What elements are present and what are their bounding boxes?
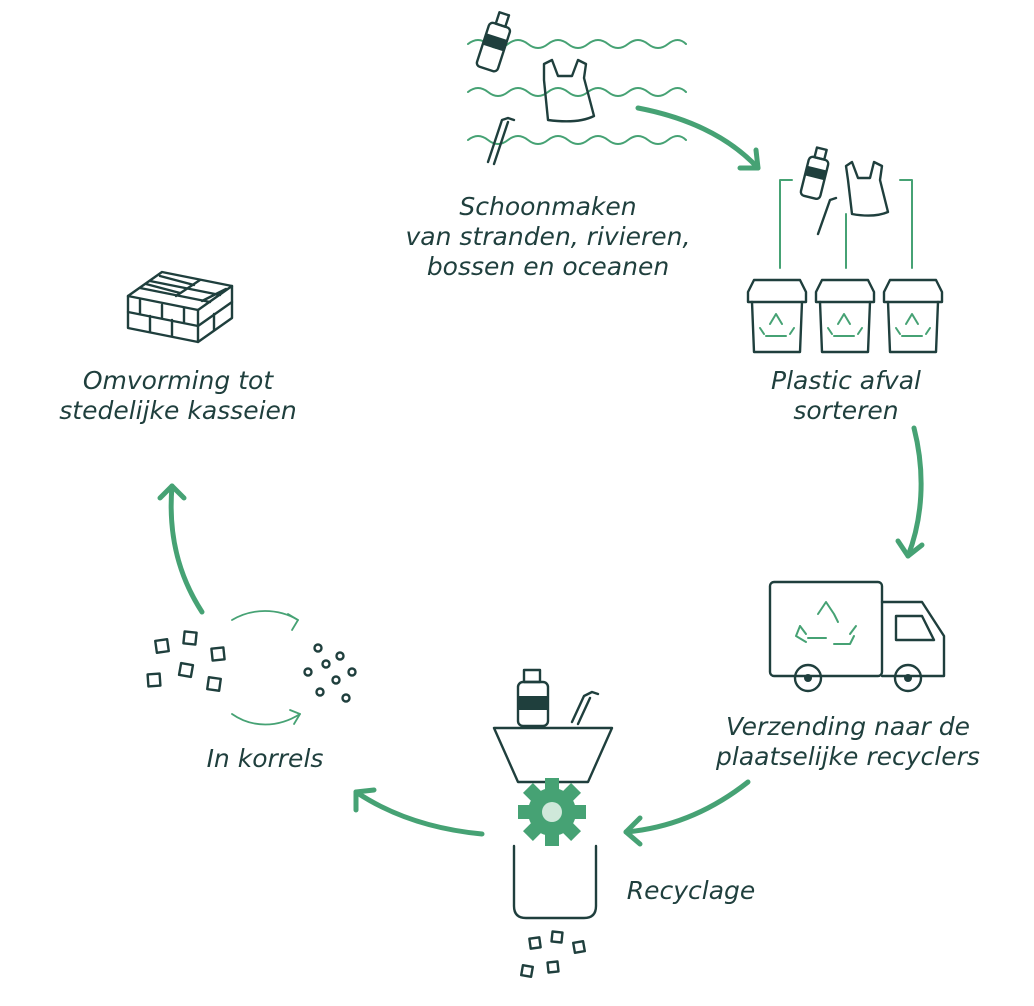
cycle-arrows	[157, 105, 925, 847]
pellets-icon	[146, 610, 357, 726]
arrow-shipping-to-recycling	[623, 779, 751, 847]
step-label-line: Verzending naar de	[725, 712, 971, 741]
step-label-line: bossen en oceanen	[426, 252, 670, 281]
shredder-gear-icon	[492, 668, 614, 978]
step-label-line: Omvorming tot	[82, 366, 274, 395]
step-label-cobblestones: Omvorming tot stedelijke kasseien	[46, 366, 310, 426]
step-label-line: van stranden, rivieren,	[405, 222, 691, 251]
recycling-bins-icon	[746, 146, 944, 354]
cobblestones-icon	[126, 270, 234, 344]
step-label-line: sorteren	[793, 396, 899, 425]
step-label-line: stedelijke kasseien	[59, 396, 297, 425]
step-label-line: Plastic afval	[771, 366, 921, 395]
step-label-shipping: Verzending naar de plaatselijke recycler…	[700, 712, 996, 772]
step-label-line: Recyclage	[626, 876, 756, 905]
arrow-recycling-to-pellets	[353, 787, 485, 837]
step-label-sorting: Plastic afval sorteren	[736, 366, 956, 426]
step-label-pellets: In korrels	[190, 744, 340, 774]
arrow-sorting-to-shipping	[895, 425, 925, 559]
step-label-cleanup: Schoonmaken van stranden, rivieren, boss…	[398, 192, 698, 282]
step-label-recycling: Recyclage	[616, 876, 766, 906]
recycling-truck-icon	[768, 580, 946, 693]
step-label-line: plaatselijke recyclers	[716, 742, 980, 771]
arrow-cleanup-to-sorting	[635, 105, 761, 171]
step-label-line: Schoonmaken	[459, 192, 637, 221]
ocean-waste-icon	[467, 11, 687, 166]
step-label-line: In korrels	[206, 744, 324, 773]
arrow-pellets-to-cobblestones	[157, 483, 205, 615]
